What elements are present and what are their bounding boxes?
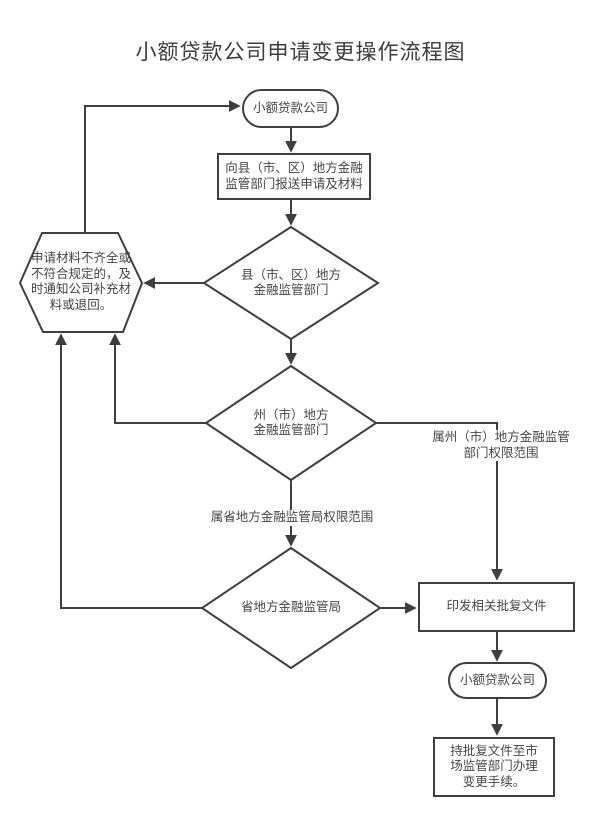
node-issue-approval-label: 印发相关批复文件 — [446, 599, 547, 614]
node-notice-supplement-line4: 料或退回。 — [49, 297, 113, 312]
node-final-registration: 持批复文件至市 场监管部门办理 变更手续。 — [433, 737, 555, 797]
node-start-company-label: 小额贷款公司 — [252, 100, 328, 115]
node-county-regulator-line1: 县（市、区）地方 — [240, 267, 341, 282]
node-issue-approval: 印发相关批复文件 — [418, 582, 575, 632]
edge-label-province-scope-text: 属省地方金融监管局权限范围 — [210, 510, 374, 524]
node-final-registration-line3: 变更手续。 — [462, 774, 526, 789]
node-final-registration-line1: 持批复文件至市 — [450, 743, 538, 758]
edge-label-prefecture-scope: 属州（市）地方金融监管 部门权限范围 — [420, 430, 582, 461]
county-diamond-shape — [202, 225, 380, 341]
edge-label-prefecture-scope-line2: 部门权限范围 — [463, 445, 539, 460]
node-county-regulator: 县（市、区）地方 金融监管部门 — [211, 267, 371, 299]
edge-prefecture-to-issue — [376, 422, 503, 581]
node-county-regulator-line2: 金融监管部门 — [253, 283, 329, 297]
edge-notice-to-start — [84, 100, 241, 233]
edge-label-province-scope: 属省地方金融监管局权限范围 — [207, 510, 377, 526]
node-submit-application: 向县（市、区）地方金融 监管部门报送申请及材料 — [217, 153, 371, 200]
node-prefecture-regulator: 州（市）地方 金融监管部门 — [211, 407, 371, 439]
node-province-regulator: 省地方金融监管局 — [201, 600, 381, 616]
node-notice-supplement-line2: 不符合规定的，及 — [30, 266, 131, 281]
node-notice-supplement-line1: 申请材料不齐全或 — [30, 251, 131, 265]
node-prefecture-regulator-line2: 金融监管部门 — [253, 423, 329, 437]
node-start-company: 小额贷款公司 — [242, 89, 339, 128]
node-prefecture-regulator-line1: 州（市）地方 — [253, 407, 329, 422]
node-company: 小额贷款公司 — [448, 662, 547, 699]
node-notice-supplement: 申请材料不齐全或 不符合规定的，及 时通知公司补充材 料或退回。 — [11, 251, 151, 313]
notice-hexagon-shape — [18, 232, 144, 333]
node-final-registration-line2: 场监管部门办理 — [450, 759, 538, 774]
node-submit-application-line1: 向县（市、区）地方金融 — [225, 161, 363, 175]
node-province-regulator-label: 省地方金融监管局 — [240, 600, 341, 615]
page-title: 小额贷款公司申请变更操作流程图 — [135, 41, 466, 64]
prefecture-diamond-shape — [204, 364, 378, 482]
edge-province-to-notice — [55, 333, 202, 609]
edge-prefecture-to-notice — [109, 333, 206, 424]
edge-label-prefecture-scope-line1: 属州（市）地方金融监管 — [432, 430, 570, 444]
province-diamond-shape — [200, 546, 382, 670]
node-company-label: 小额贷款公司 — [459, 672, 535, 687]
node-notice-supplement-line3: 时通知公司补充材 — [30, 282, 131, 296]
node-submit-application-line2: 监管部门报送申请及材料 — [225, 176, 363, 191]
